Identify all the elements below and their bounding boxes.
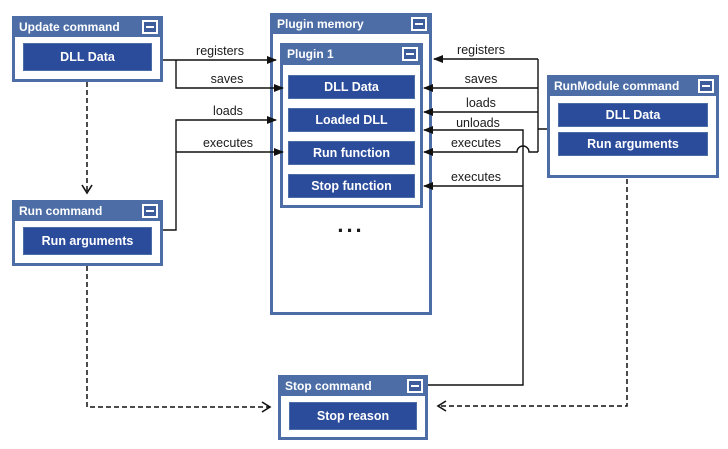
minimize-button[interactable]	[142, 203, 158, 218]
plugin-1-box: Plugin 1 DLL Data Loaded DLL Run functio…	[280, 43, 423, 208]
plugin-1-body: DLL Data Loaded DLL Run function Stop fu…	[283, 65, 420, 205]
edge-runmodule-to-stop-dashed	[436, 179, 628, 412]
minimize-button[interactable]	[402, 47, 418, 61]
edge-run-to-stop-dashed	[86, 266, 272, 413]
edge-label-registers-right: registers	[457, 43, 505, 57]
edge-label-loads-left: loads	[213, 104, 243, 118]
run-command-titlebar: Run command	[15, 200, 160, 221]
plugin-memory-body: Plugin 1 DLL Data Loaded DLL Run functio…	[273, 34, 429, 312]
item-stop-reason: Stop reason	[289, 402, 417, 430]
runmodule-command-title: RunModule command	[554, 78, 680, 93]
update-command-body: DLL Data	[15, 37, 160, 79]
plugin-memory-box: Plugin memory Plugin 1 DLL Data Loaded D…	[270, 13, 432, 315]
runmodule-command-titlebar: RunModule command	[550, 75, 716, 96]
minus-icon	[406, 53, 414, 55]
edge-saves-left	[175, 60, 284, 92]
minus-icon	[146, 209, 154, 212]
edge-loads-left	[163, 116, 277, 231]
minimize-button[interactable]	[698, 78, 714, 93]
edge-label-saves-left: saves	[211, 72, 244, 86]
stop-command-titlebar: Stop command	[281, 375, 425, 396]
item-run-function: Run function	[288, 141, 415, 165]
plugin-1-titlebar: Plugin 1	[283, 43, 420, 65]
stop-command-title: Stop command	[285, 378, 372, 393]
minus-icon	[146, 25, 154, 28]
update-command-title: Update command	[19, 19, 120, 34]
run-command-box: Run command Run arguments	[12, 200, 163, 266]
item-dll-data: DLL Data	[288, 75, 415, 99]
item-dll-data: DLL Data	[558, 103, 708, 127]
minus-icon	[415, 22, 423, 25]
edge-unloads	[423, 126, 524, 386]
stop-command-box: Stop command Stop reason	[278, 375, 428, 440]
edge-runmodule-trunk	[537, 59, 547, 152]
edge-label-loads-right: loads	[466, 96, 496, 110]
minus-icon	[411, 384, 419, 387]
item-dll-data: DLL Data	[23, 43, 152, 71]
more-plugins-ellipsis: ...	[337, 212, 365, 237]
update-command-box: Update command DLL Data	[12, 16, 163, 82]
edge-label-executes-right: executes	[451, 136, 501, 150]
run-command-title: Run command	[19, 203, 103, 218]
edge-label-executes-left: executes	[203, 136, 253, 150]
edge-executes-right	[423, 145, 538, 156]
item-stop-function: Stop function	[288, 174, 415, 198]
stop-command-body: Stop reason	[281, 396, 425, 437]
minimize-button[interactable]	[411, 16, 427, 31]
run-command-body: Run arguments	[15, 221, 160, 263]
minus-icon	[702, 84, 710, 87]
minimize-button[interactable]	[407, 378, 423, 393]
runmodule-command-body: DLL Data Run arguments	[550, 96, 716, 175]
edge-label-registers-left: registers	[196, 44, 244, 58]
edge-label-saves-right: saves	[465, 72, 498, 86]
runmodule-command-box: RunModule command DLL Data Run arguments	[547, 75, 719, 178]
update-command-titlebar: Update command	[15, 16, 160, 37]
edge-label-executes-stop: executes	[451, 170, 501, 184]
item-run-arguments: Run arguments	[23, 227, 152, 255]
plugin-memory-titlebar: Plugin memory	[273, 13, 429, 34]
plugin-1-title: Plugin 1	[287, 47, 334, 61]
edge-label-unloads: unloads	[456, 116, 500, 130]
item-run-arguments: Run arguments	[558, 132, 708, 156]
item-loaded-dll: Loaded DLL	[288, 108, 415, 132]
minimize-button[interactable]	[142, 19, 158, 34]
plugin-memory-title: Plugin memory	[277, 16, 364, 31]
